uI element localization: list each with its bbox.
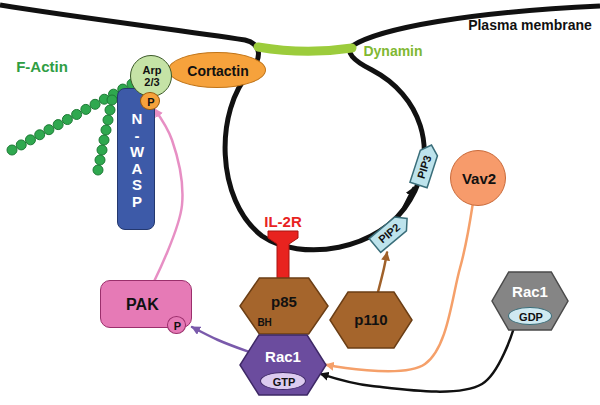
dynamin-ring [258, 47, 352, 51]
complex-circle: Arp 2/3 [130, 55, 172, 97]
phospho-circle: P [140, 92, 159, 110]
nucleotide-oval: GTP [260, 372, 306, 390]
actin-bead [81, 104, 91, 114]
shape-fill [369, 212, 413, 253]
actin-bead [7, 145, 17, 155]
actin-bead [62, 115, 72, 125]
actin-bead [72, 109, 82, 119]
node-text: Dynamin [363, 43, 422, 59]
actin-bead [101, 125, 111, 135]
receptor-label: IL-2R [258, 212, 308, 231]
node-text: Vav2 [462, 170, 496, 187]
actin-bead [93, 165, 103, 175]
node-text: Rac1 [265, 348, 301, 365]
protein-ellipse: Cortactin [168, 52, 266, 88]
actin-bead [99, 135, 109, 145]
phospho-circle: P [167, 316, 186, 334]
membrane-label: Plasma membrane [468, 17, 592, 33]
node-text: Rac1 [512, 284, 548, 301]
actin-bead [95, 155, 105, 165]
node-text: p110 [354, 311, 387, 328]
actin-bead [97, 145, 107, 155]
node-text: Cortactin [187, 63, 248, 79]
receptor-symbol [268, 231, 298, 282]
shape-fill [240, 335, 326, 395]
node-text: P [174, 320, 181, 333]
gtpase-hexagon: Rac1GDP [492, 272, 568, 330]
dynamin-label: Dynamin [358, 42, 428, 60]
actin-bead [25, 135, 35, 145]
subunit-hexagon: p110 [330, 292, 412, 348]
shape-fill [492, 272, 568, 330]
lipid-tag: PIP2 [369, 212, 413, 253]
actin-bead [44, 125, 54, 135]
actin-bead [107, 95, 117, 105]
gtpase-hexagon: Rac1GTP [240, 335, 326, 395]
node-text: IL-2R [264, 213, 302, 230]
actin-bead [35, 130, 45, 140]
filament-label: F-Actin [16, 58, 68, 75]
arrow-connector [154, 109, 182, 280]
shape-fill [330, 292, 412, 348]
actin-bead [90, 99, 100, 109]
node-text: GDP [519, 310, 543, 323]
arrow-connector [401, 188, 413, 212]
protein-circle: Vav2 [450, 150, 506, 206]
node-text: P [147, 96, 154, 109]
actin-bead [53, 120, 63, 130]
nucleotide-oval: GDP [508, 307, 552, 325]
actin-bead [103, 115, 113, 125]
shape-fill [410, 142, 440, 188]
arrow-connector [192, 327, 248, 352]
node-text: N-WASP [130, 111, 145, 210]
arrow-connector [378, 252, 387, 292]
actin-bead [16, 140, 26, 150]
arrow-connector [326, 205, 473, 371]
node-text: p85 [271, 293, 297, 310]
kinase-box: PAKP [100, 280, 192, 328]
node-text: BH [257, 317, 271, 329]
plasma-membrane [0, 5, 600, 250]
subunit-hexagon: p85BH [240, 278, 328, 334]
node-text: Arp 2/3 [138, 65, 166, 88]
lipid-tag: PIP3 [410, 142, 440, 188]
shape-fill [240, 278, 328, 334]
node-text: PAK [126, 296, 159, 314]
node-text: GTP [273, 375, 296, 388]
actin-bead [105, 105, 115, 115]
